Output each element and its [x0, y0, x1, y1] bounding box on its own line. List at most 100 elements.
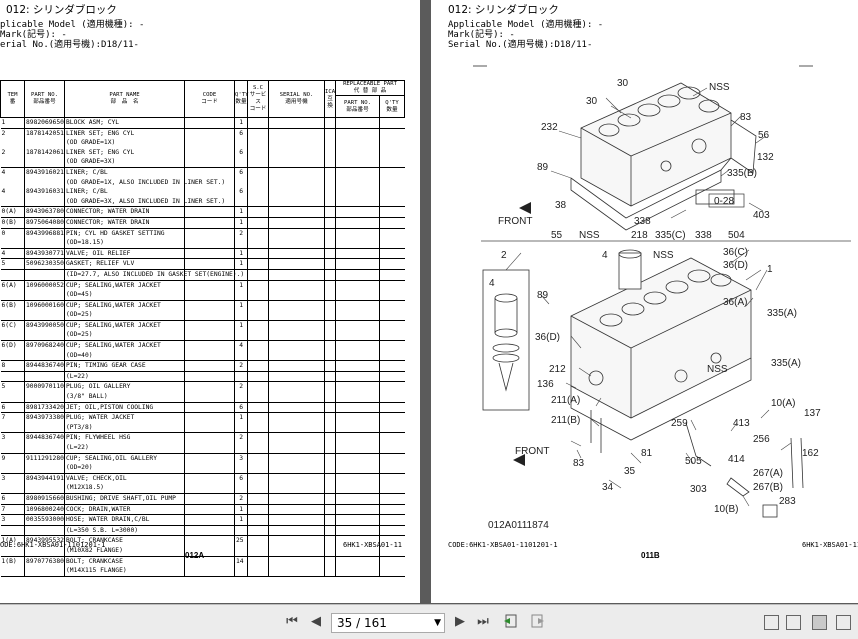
row-service-code [247, 566, 269, 577]
table-row: (PT3/8) [1, 422, 405, 433]
row-part-no [24, 483, 65, 494]
single-page-view-icon[interactable] [764, 615, 779, 630]
row-part-name: CUP; SEALING,WATER JACKET [64, 340, 185, 351]
row-repl-qty [378, 492, 405, 505]
footer-code: CODE:6HK1-XBSA01-1101201-1 [448, 541, 558, 549]
row-service-code [247, 535, 269, 546]
row-qty: 6 [234, 166, 248, 178]
row-part-name: (L=22) [64, 370, 185, 382]
row-repl-part-no [335, 299, 380, 311]
row-code [184, 127, 235, 139]
two-page-continuous-view-icon[interactable] [836, 615, 851, 630]
svg-text:35: 35 [624, 466, 636, 477]
row-qty: 14 [234, 555, 248, 567]
svg-text:259: 259 [671, 418, 688, 429]
row-part-name: PIN; TIMING GEAR CASE [64, 360, 185, 372]
svg-text:36(C): 36(C) [723, 247, 748, 258]
next-page-button[interactable]: ▶ [452, 613, 468, 631]
row-part-name: (OD=40) [64, 350, 185, 361]
row-repl-part-no [335, 545, 380, 557]
svg-text:81: 81 [641, 448, 653, 459]
continuous-view-icon[interactable] [786, 615, 801, 630]
row-repl-part-no [335, 196, 380, 207]
row-service-code [247, 127, 269, 139]
row-ica [324, 566, 336, 577]
svg-text:1: 1 [767, 264, 773, 275]
row-part-no: 1096000160 [24, 299, 65, 311]
row-ica [324, 138, 336, 148]
row-serial-no [268, 350, 325, 361]
row-qty: 2 [234, 360, 248, 372]
row-service-code [247, 463, 269, 474]
row-part-no: 8943944191 [24, 472, 65, 484]
row-code [184, 524, 235, 536]
row-code [184, 566, 235, 577]
row-service-code [247, 330, 269, 341]
row-repl-qty [378, 310, 405, 321]
row-part-name: (OD=25) [64, 330, 185, 341]
row-part-no [24, 545, 65, 557]
row-ica [324, 279, 336, 291]
row-repl-part-no [335, 381, 380, 393]
row-code [184, 432, 235, 443]
row-part-no: 1878142061 [24, 147, 65, 158]
previous-page-button[interactable]: ◀ [308, 613, 324, 631]
row-service-code [247, 524, 269, 536]
row-repl-part-no [335, 360, 380, 372]
row-repl-part-no [335, 412, 380, 423]
row-ica [324, 216, 336, 229]
row-part-no [24, 268, 65, 280]
row-qty [234, 157, 248, 168]
svg-text:38: 38 [555, 200, 567, 211]
svg-text:83: 83 [573, 458, 585, 469]
back-button[interactable] [502, 613, 520, 631]
row-ica [324, 524, 336, 536]
row-repl-qty [378, 187, 405, 197]
svg-text:267(B): 267(B) [753, 482, 783, 493]
row-service-code [247, 503, 269, 515]
row-service-code [247, 392, 269, 403]
row-repl-part-no [335, 463, 380, 474]
row-code [184, 216, 235, 229]
row-qty [234, 350, 248, 361]
row-serial-no [268, 138, 325, 148]
row-part-no [24, 310, 65, 321]
last-page-button[interactable]: ⏭ [474, 613, 492, 631]
row-service-code [247, 147, 269, 158]
row-repl-qty [378, 268, 405, 280]
row-part-no: 8982069650 [24, 117, 65, 129]
row-service-code [247, 299, 269, 311]
row-serial-no [268, 555, 325, 567]
row-repl-qty [378, 340, 405, 351]
row-repl-part-no [335, 290, 380, 301]
row-repl-part-no [335, 350, 380, 361]
row-part-no [24, 350, 65, 361]
first-page-button[interactable]: ⏮ [284, 613, 300, 631]
forward-button[interactable] [528, 613, 546, 631]
row-serial-no [268, 401, 325, 413]
svg-text:NSS: NSS [709, 82, 730, 93]
row-serial-no [268, 268, 325, 280]
row-code [184, 238, 235, 249]
row-part-name: COCK; DRAIN,WATER [64, 503, 185, 515]
two-page-view-icon[interactable] [812, 615, 827, 630]
row-qty: 1 [234, 279, 248, 291]
row-part-no: 8943995532 [24, 535, 65, 546]
row-ica [324, 545, 336, 557]
leader-lines [505, 87, 792, 507]
row-code [184, 483, 235, 494]
row-item [0, 268, 25, 280]
row-part-no [24, 443, 65, 454]
page-dropdown-icon[interactable]: ▼ [434, 618, 441, 628]
row-ica [324, 483, 336, 494]
row-repl-qty [378, 216, 405, 229]
row-part-no: 8970968240 [24, 340, 65, 351]
row-ica [324, 472, 336, 484]
page-number-field[interactable]: 35 / 161 ▼ [331, 613, 445, 633]
